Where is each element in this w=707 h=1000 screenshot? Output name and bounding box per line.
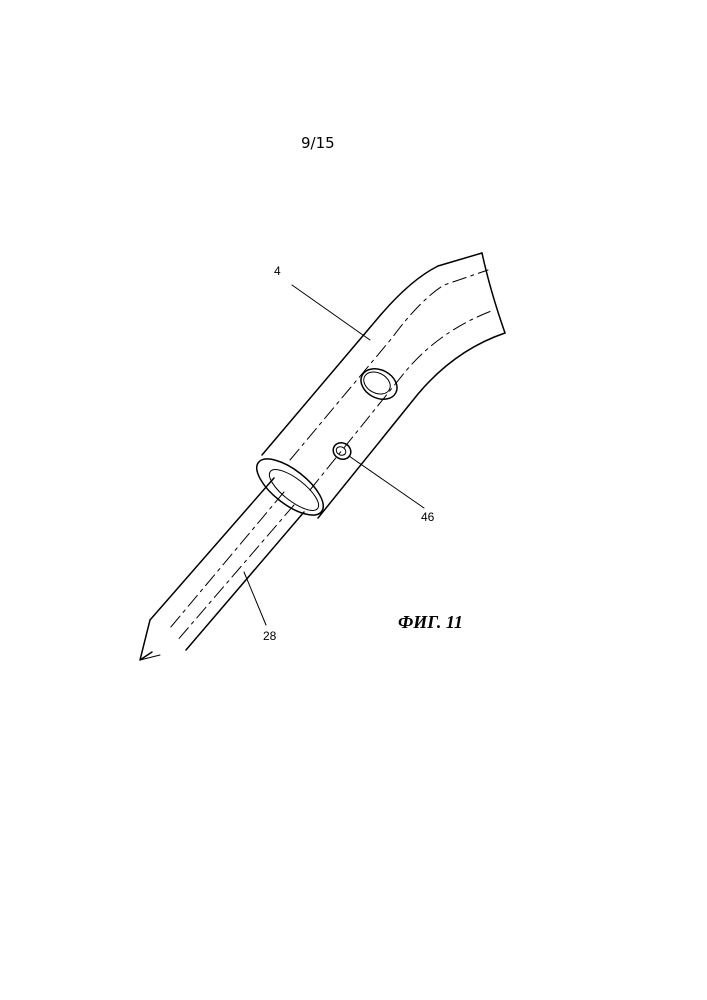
reference-numeral-28: 28 (263, 629, 276, 643)
reference-numeral-4: 4 (274, 264, 281, 278)
leader-46 (349, 456, 424, 508)
leader-4 (292, 285, 370, 340)
figure-caption: ФИГ. 11 (398, 612, 463, 633)
reference-numeral-46: 46 (421, 510, 434, 524)
leader-28 (244, 572, 266, 625)
sheath-body (248, 253, 505, 525)
needle-shaft (140, 478, 304, 660)
side-hole (330, 440, 353, 463)
